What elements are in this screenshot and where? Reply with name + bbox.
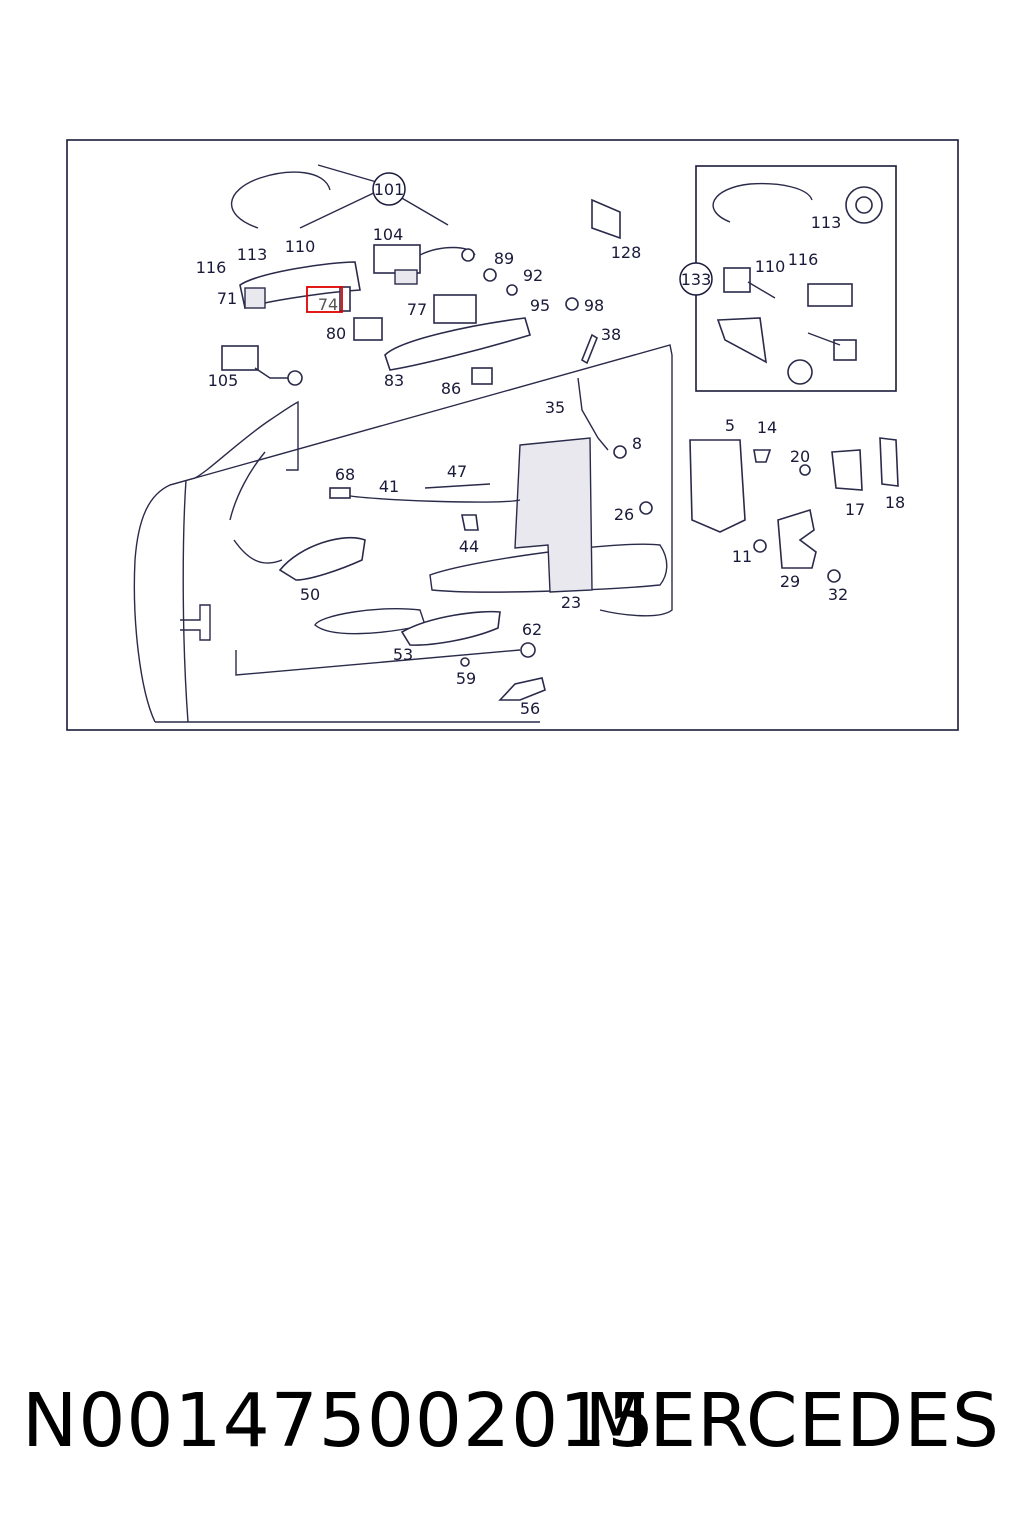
- callout-59: 59: [456, 669, 476, 688]
- rod-35: [577, 377, 609, 451]
- callout-50: 50: [300, 585, 320, 604]
- part-105: [221, 345, 303, 386]
- highlight-box-74: [306, 286, 343, 313]
- callout-77: 77: [407, 300, 427, 319]
- diagram-frame: [66, 139, 959, 731]
- callout-32: 32: [828, 585, 848, 604]
- callout-20: 20: [790, 447, 810, 466]
- callout-41: 41: [379, 477, 399, 496]
- callout-5: 5: [725, 416, 735, 435]
- callout-101: 101: [374, 180, 405, 199]
- callout-17: 17: [845, 500, 865, 519]
- callout-56: 56: [520, 699, 540, 718]
- part-62: [520, 642, 536, 658]
- callout-80: 80: [326, 324, 346, 343]
- inset-callout-133: 133: [681, 270, 712, 289]
- part-80: [353, 317, 383, 341]
- inset-callout-110: 110: [755, 257, 786, 276]
- callout-104: 104: [373, 225, 404, 244]
- callout-26: 26: [614, 505, 634, 524]
- part-32: [827, 569, 841, 583]
- trim-47: [424, 483, 491, 489]
- part-86: [471, 367, 493, 385]
- part-38: [581, 333, 598, 365]
- part-11: [753, 539, 767, 553]
- callout-128: 128: [611, 243, 642, 262]
- part-59: [460, 657, 470, 667]
- parts-diagram: 101 104 89 92 128 113 110 116 71 74 77 9…: [66, 139, 959, 731]
- callout-133-circle: [679, 262, 713, 296]
- part-77: [433, 294, 477, 324]
- callout-8: 8: [632, 434, 642, 453]
- callout-47: 47: [447, 462, 467, 481]
- callout-29: 29: [780, 572, 800, 591]
- part-14: [753, 449, 772, 463]
- callout-71: 71: [217, 289, 237, 308]
- callout-23: 23: [561, 593, 581, 612]
- part-17: [831, 449, 863, 491]
- callout-105: 105: [208, 371, 239, 390]
- part-104: [373, 244, 476, 285]
- callout-68: 68: [335, 465, 355, 484]
- callout-92: 92: [523, 266, 543, 285]
- part-74-shape: [339, 286, 351, 312]
- callout-53: 53: [393, 645, 413, 664]
- callout-74: 74: [318, 295, 338, 314]
- footer: N001475002015 MERCEDES: [0, 1378, 1024, 1468]
- inset-callout-116: 116: [788, 250, 819, 269]
- part-53: [400, 610, 501, 646]
- part-92: [506, 284, 518, 296]
- callout-113: 113: [237, 245, 268, 264]
- part-number: N001475002015: [22, 1378, 656, 1464]
- part-68: [329, 487, 351, 499]
- callout-62: 62: [522, 620, 542, 639]
- part-23-window-guide: [514, 437, 593, 593]
- part-8: [613, 445, 627, 459]
- rod-41: [344, 494, 521, 503]
- callout-95: 95: [530, 296, 550, 315]
- part-89: [483, 268, 497, 282]
- callout-98: 98: [584, 296, 604, 315]
- part-26: [639, 501, 653, 515]
- part-50: [278, 536, 366, 581]
- callout-83: 83: [384, 371, 404, 390]
- door-handle-71: [239, 261, 361, 310]
- callout-14: 14: [757, 418, 777, 437]
- brand-name: MERCEDES: [584, 1378, 1000, 1464]
- inset-callout-113: 113: [811, 213, 842, 232]
- callout-11: 11: [732, 547, 752, 566]
- callout-110: 110: [285, 237, 316, 256]
- callout-116: 116: [196, 258, 227, 277]
- part-20: [799, 464, 811, 476]
- callout-35: 35: [545, 398, 565, 417]
- callout-labels: 101 104 89 92 128 113 110 116 71 74 77 9…: [196, 180, 905, 718]
- callout-44: 44: [459, 537, 479, 556]
- callout-89: 89: [494, 249, 514, 268]
- callout-86: 86: [441, 379, 461, 398]
- part-128: [591, 198, 621, 240]
- part-18: [879, 437, 899, 487]
- callout-101-circle: [372, 172, 406, 206]
- callout-101-leaders: [299, 164, 449, 229]
- part-29: [777, 508, 817, 569]
- callout-38: 38: [601, 325, 621, 344]
- part-83: [384, 317, 531, 371]
- callout-18: 18: [885, 493, 905, 512]
- part-98: [565, 297, 579, 311]
- lock-cable: [230, 171, 331, 229]
- inset-parts: [712, 182, 883, 385]
- part-56: [498, 677, 546, 701]
- door-body-outline: [133, 344, 673, 723]
- part-44: [461, 514, 479, 531]
- part-5-lock: [689, 439, 746, 533]
